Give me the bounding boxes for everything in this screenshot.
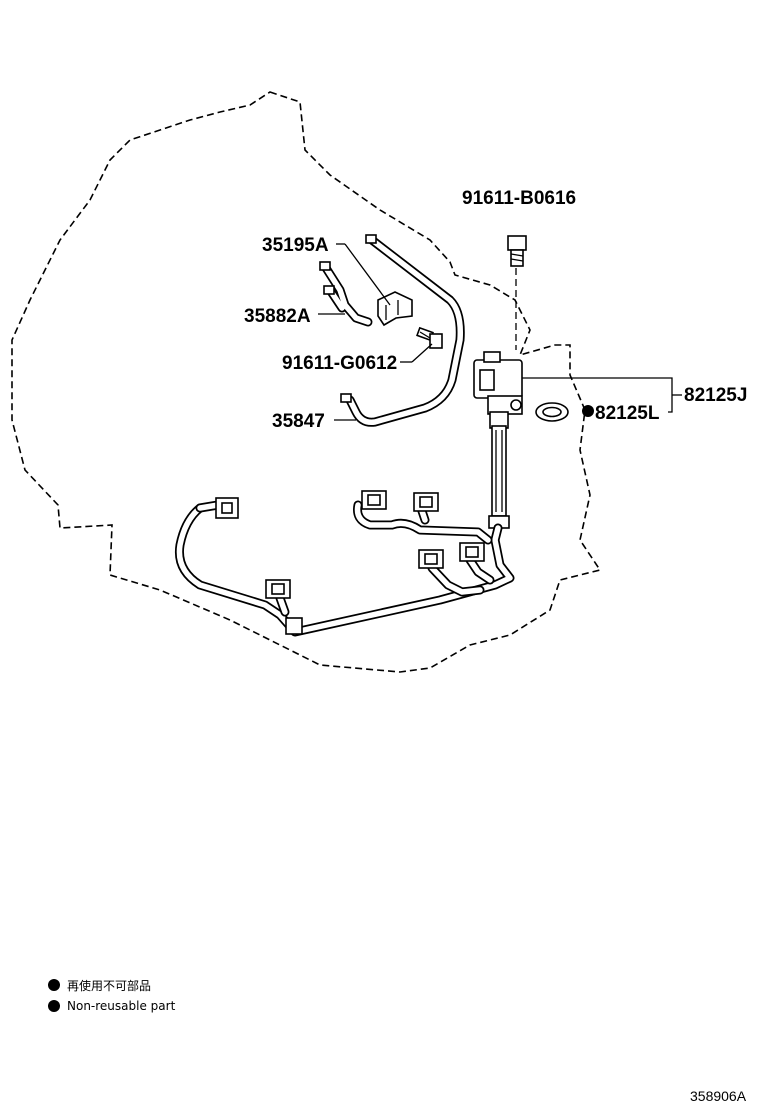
part-label-35882a: 35882A [244,306,311,327]
part-label-91611-g0612: 91611-G0612 [282,353,397,374]
connector-icon [413,492,439,512]
part-label-82125j: 82125J [684,385,747,406]
connector-icon [265,579,291,599]
legend-text-jp: 再使用不可部品 [67,978,151,993]
bolt-top-icon [507,235,527,267]
wire-harness-icon [174,500,515,637]
small-hose-icon [319,261,373,327]
legend: 再使用不可部品 Non-reusable part [48,978,176,1013]
non-reusable-marker-icon [582,405,594,417]
part-label-35847: 35847 [272,411,325,432]
legend-text-en: Non-reusable part [67,999,176,1013]
part-label-35195a: 35195A [262,235,329,256]
tube-icon [340,234,465,427]
legend-marker-icon [48,979,60,991]
connector-icon [361,490,387,510]
part-label-91611-b0616: 91611-B0616 [462,188,576,209]
transmission-outline [11,91,602,673]
legend-marker-icon [48,1000,60,1012]
connector-icon [459,542,485,562]
connector-icon [215,497,239,519]
bolt-clamp-icon [416,326,443,349]
part-label-82125l: 82125L [595,403,660,424]
o-ring-icon [535,402,569,422]
connector-icon [418,549,444,569]
speed-sensor-icon [473,351,523,529]
clamp-icon [377,291,413,327]
figure-number: 358906A [690,1088,747,1104]
